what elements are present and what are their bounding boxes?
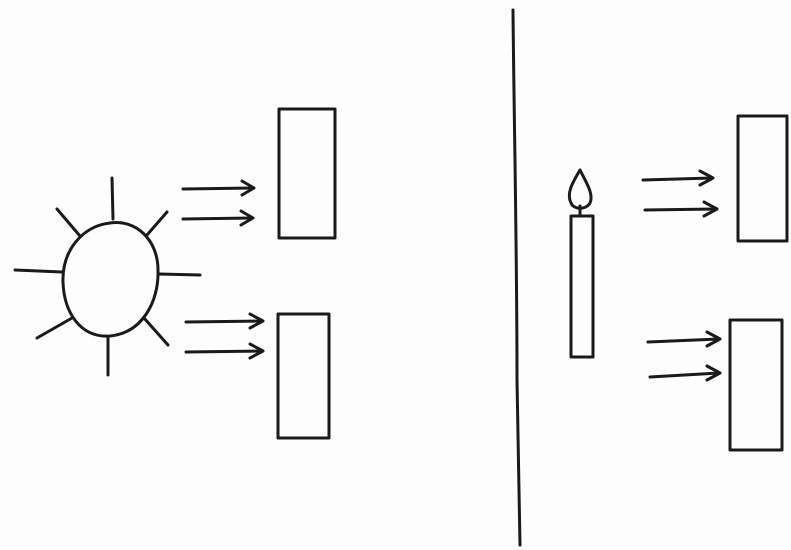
right-panel <box>569 116 787 450</box>
light-arrow-group-lower <box>186 314 263 358</box>
arrow-right-icon <box>650 366 720 380</box>
sun-ray <box>144 318 168 345</box>
arrow-right-icon <box>645 202 717 216</box>
left-panel <box>15 109 335 438</box>
light-arrow-group-lower-right <box>648 332 720 380</box>
arrow-right-icon <box>648 332 720 346</box>
arrow-right-icon <box>183 211 253 225</box>
candle-body <box>571 216 593 357</box>
target-panel-upper-right <box>738 116 787 241</box>
candle-flame <box>569 170 591 208</box>
sun-ray <box>15 270 62 272</box>
target-panel-upper-left <box>279 109 335 238</box>
arrow-right-icon <box>643 171 713 185</box>
target-panel-lower-left <box>278 314 329 438</box>
target-panel-lower-right <box>730 320 782 450</box>
sun-icon <box>15 178 200 375</box>
light-arrow-group-upper-right <box>643 171 717 216</box>
sun-ray <box>57 209 80 236</box>
panel-divider <box>513 10 520 545</box>
arrow-right-icon <box>183 181 254 195</box>
sun-ray <box>159 274 200 275</box>
sun-ray <box>37 318 72 338</box>
arrow-right-icon <box>186 314 263 328</box>
candle-icon <box>569 170 593 357</box>
sun-ray <box>112 178 113 219</box>
light-arrow-group-upper <box>183 181 254 225</box>
sun-ray <box>147 212 167 235</box>
arrow-right-icon <box>186 344 263 358</box>
